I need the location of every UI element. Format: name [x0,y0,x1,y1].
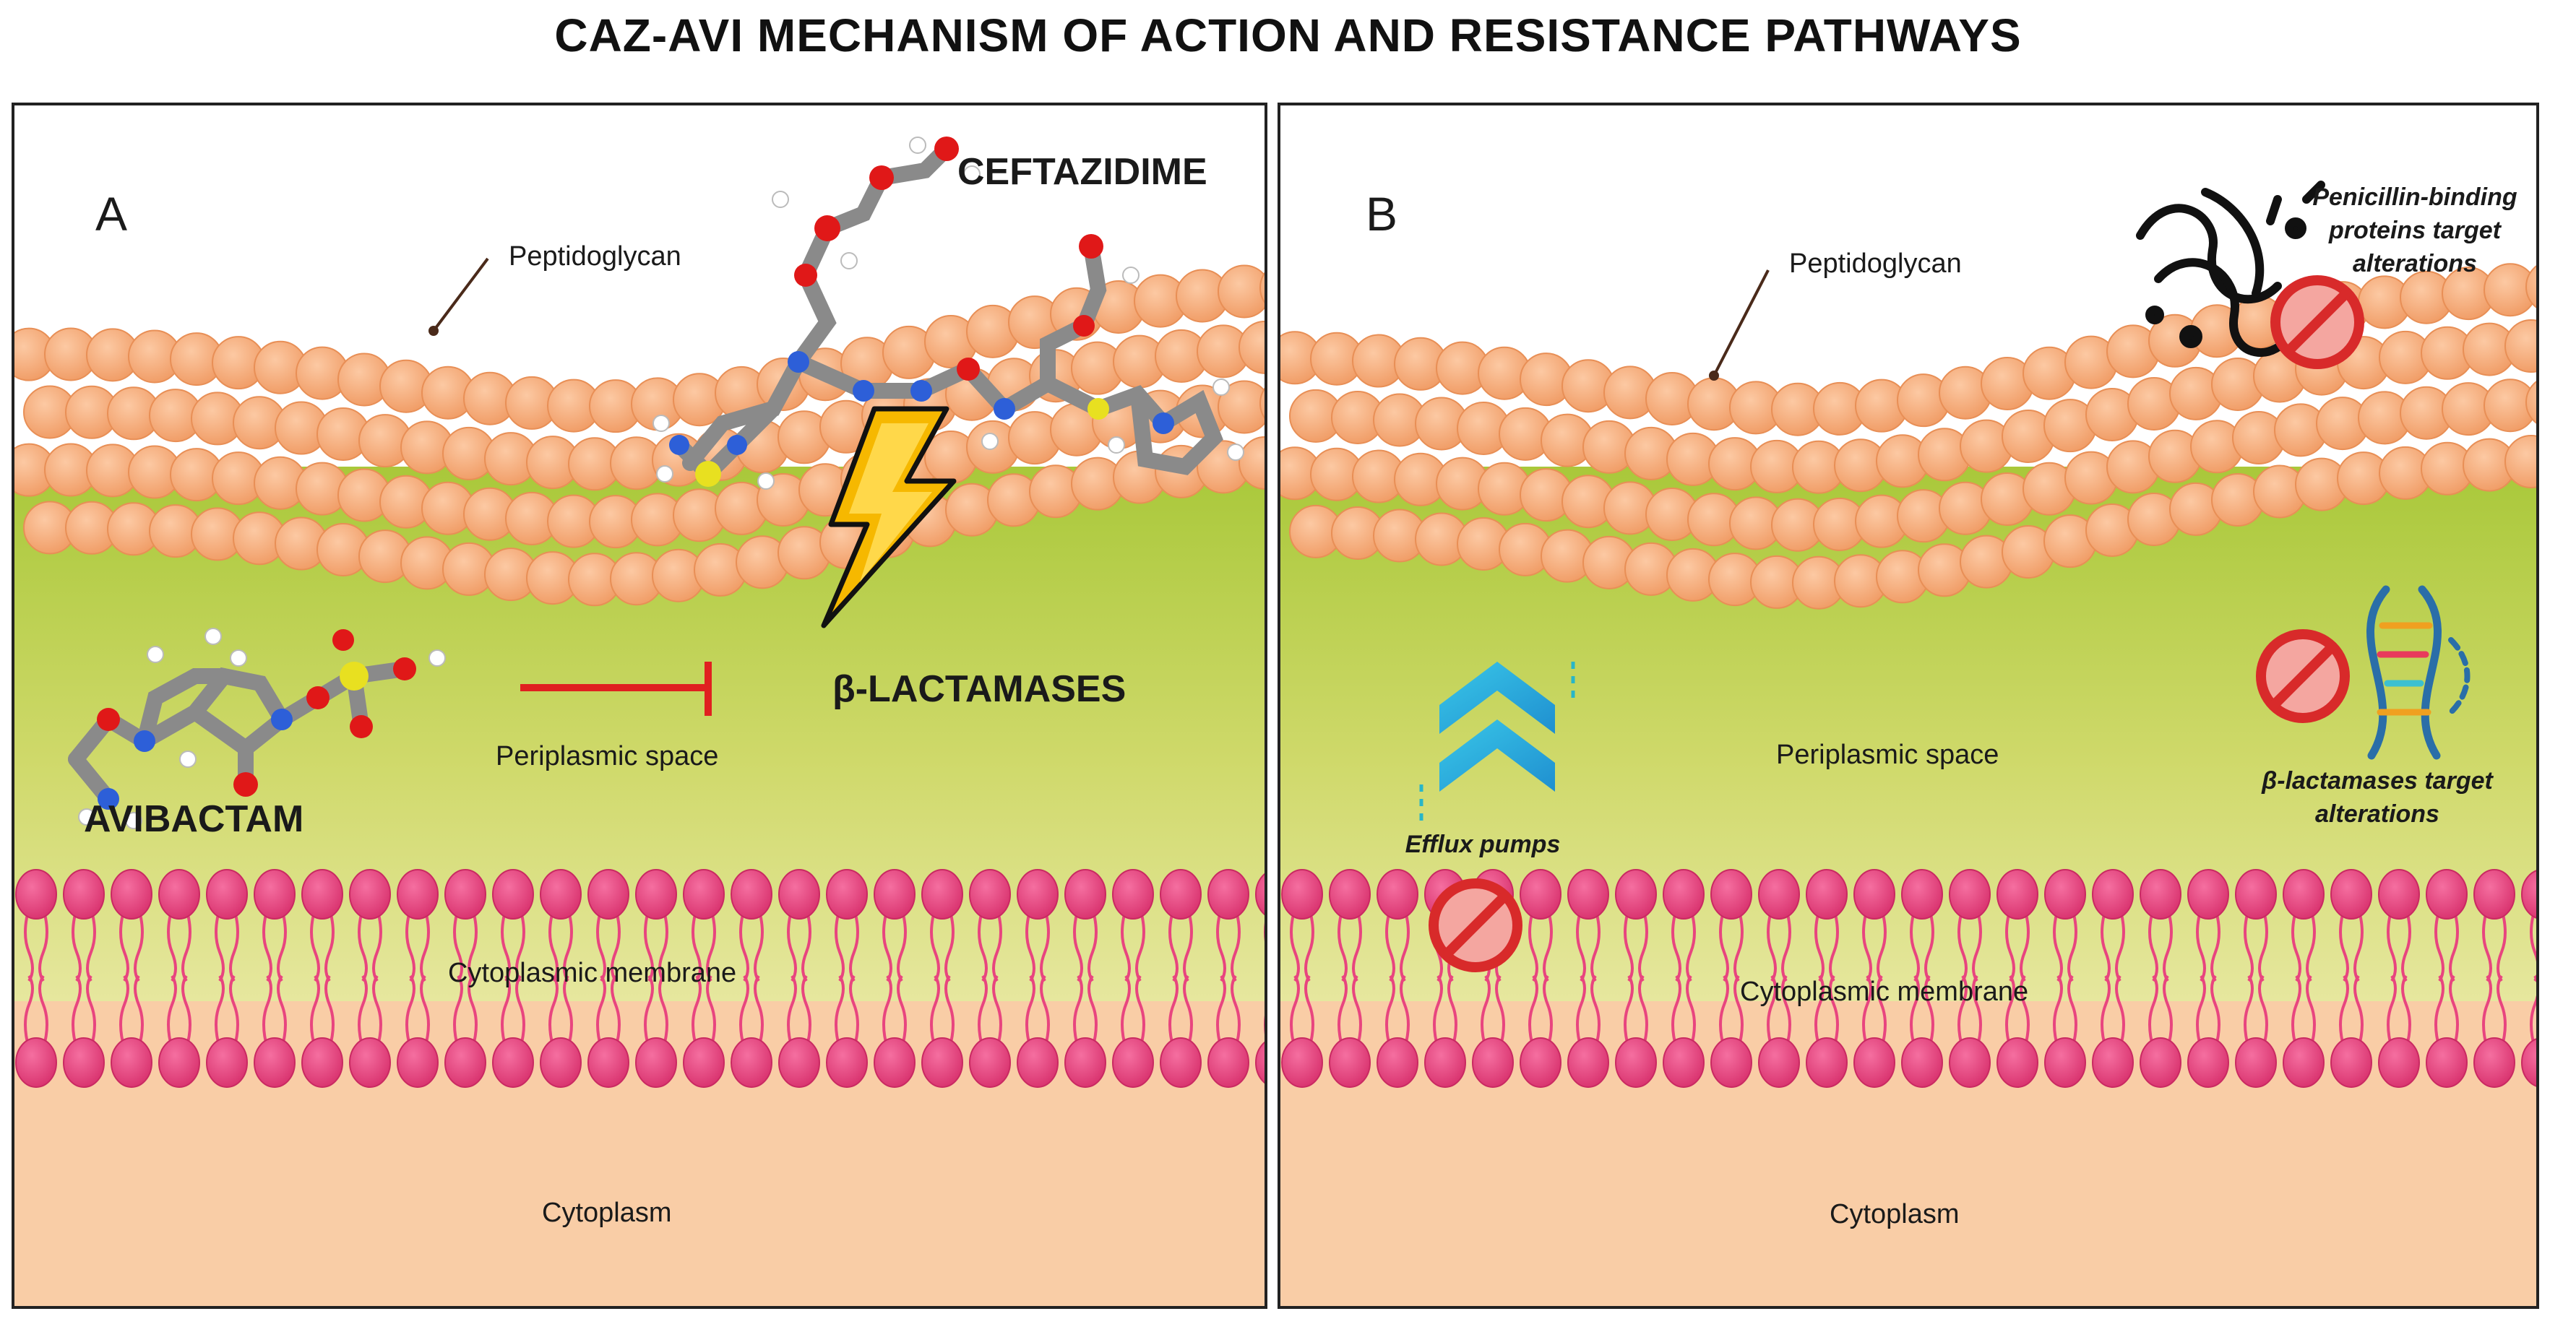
peptidoglycan-label: Peptidoglycan [1789,248,1962,279]
dna-icon [2366,585,2471,760]
avibactam-molecule [68,628,446,829]
peptidoglycan-label: Peptidoglycan [509,241,681,272]
panel-b-letter: B [1366,187,1398,241]
pbp-line-1: Penicillin-binding [2312,183,2517,211]
ceftazidime-molecule [652,137,1244,490]
peptidoglycan-layer [1280,263,2536,610]
cytoplasm-label: Cytoplasm [542,1198,672,1228]
cytoplasmic-membrane-label: Cytoplasmic membrane [448,958,737,988]
panel-a-background [14,105,1265,1306]
beta-lactamases-alterations-label: β-lactamases target alterations [2240,764,2515,831]
beta-lactamases-label: β-LACTAMASES [832,668,1127,710]
cytoplasmic-membrane-label: Cytoplasmic membrane [1740,977,2029,1007]
efflux-arrows-icon [1419,662,1575,821]
prohibited-icon [1429,878,1522,972]
peptidoglycan-pointer [432,257,489,332]
inhibition-arrow-icon [520,662,712,716]
panel-b-background [1280,105,2536,1306]
bl-line-1: β-lactamases target [2262,767,2493,795]
cytoplasmic-membrane-layer [15,869,1265,1088]
peptidoglycan-pointer [1713,269,1770,376]
panel-a-letter: A [95,187,128,241]
panel-a: A Peptidoglycan CEFTAZIDIME β-LACTAMASES… [12,103,1267,1309]
bacteria-icon [2136,181,2325,357]
panel-b: B Peptidoglycan Penicillin-binding prote… [1278,103,2539,1309]
avibactam-label: AVIBACTAM [84,798,304,840]
pbp-line-2: proteins target [2328,217,2502,244]
prohibited-icon [2256,629,2350,723]
pbp-alterations-label: Penicillin-binding proteins target alter… [2306,181,2523,280]
lightning-icon [821,406,957,628]
ceftazidime-label: CEFTAZIDIME [957,151,1207,193]
pbp-line-3: alterations [2353,250,2477,277]
bl-line-2: alterations [2315,800,2439,828]
periplasmic-space-label: Periplasmic space [1776,740,1999,770]
figure-title: CAZ-AVI MECHANISM OF ACTION AND RESISTAN… [554,9,2022,61]
cytoplasmic-membrane-layer [1281,869,2536,1088]
efflux-pumps-label: Efflux pumps [1405,831,1561,858]
periplasmic-space-label: Periplasmic space [496,741,719,771]
cytoplasm-label: Cytoplasm [1830,1199,1960,1229]
prohibited-icon [2270,275,2364,369]
